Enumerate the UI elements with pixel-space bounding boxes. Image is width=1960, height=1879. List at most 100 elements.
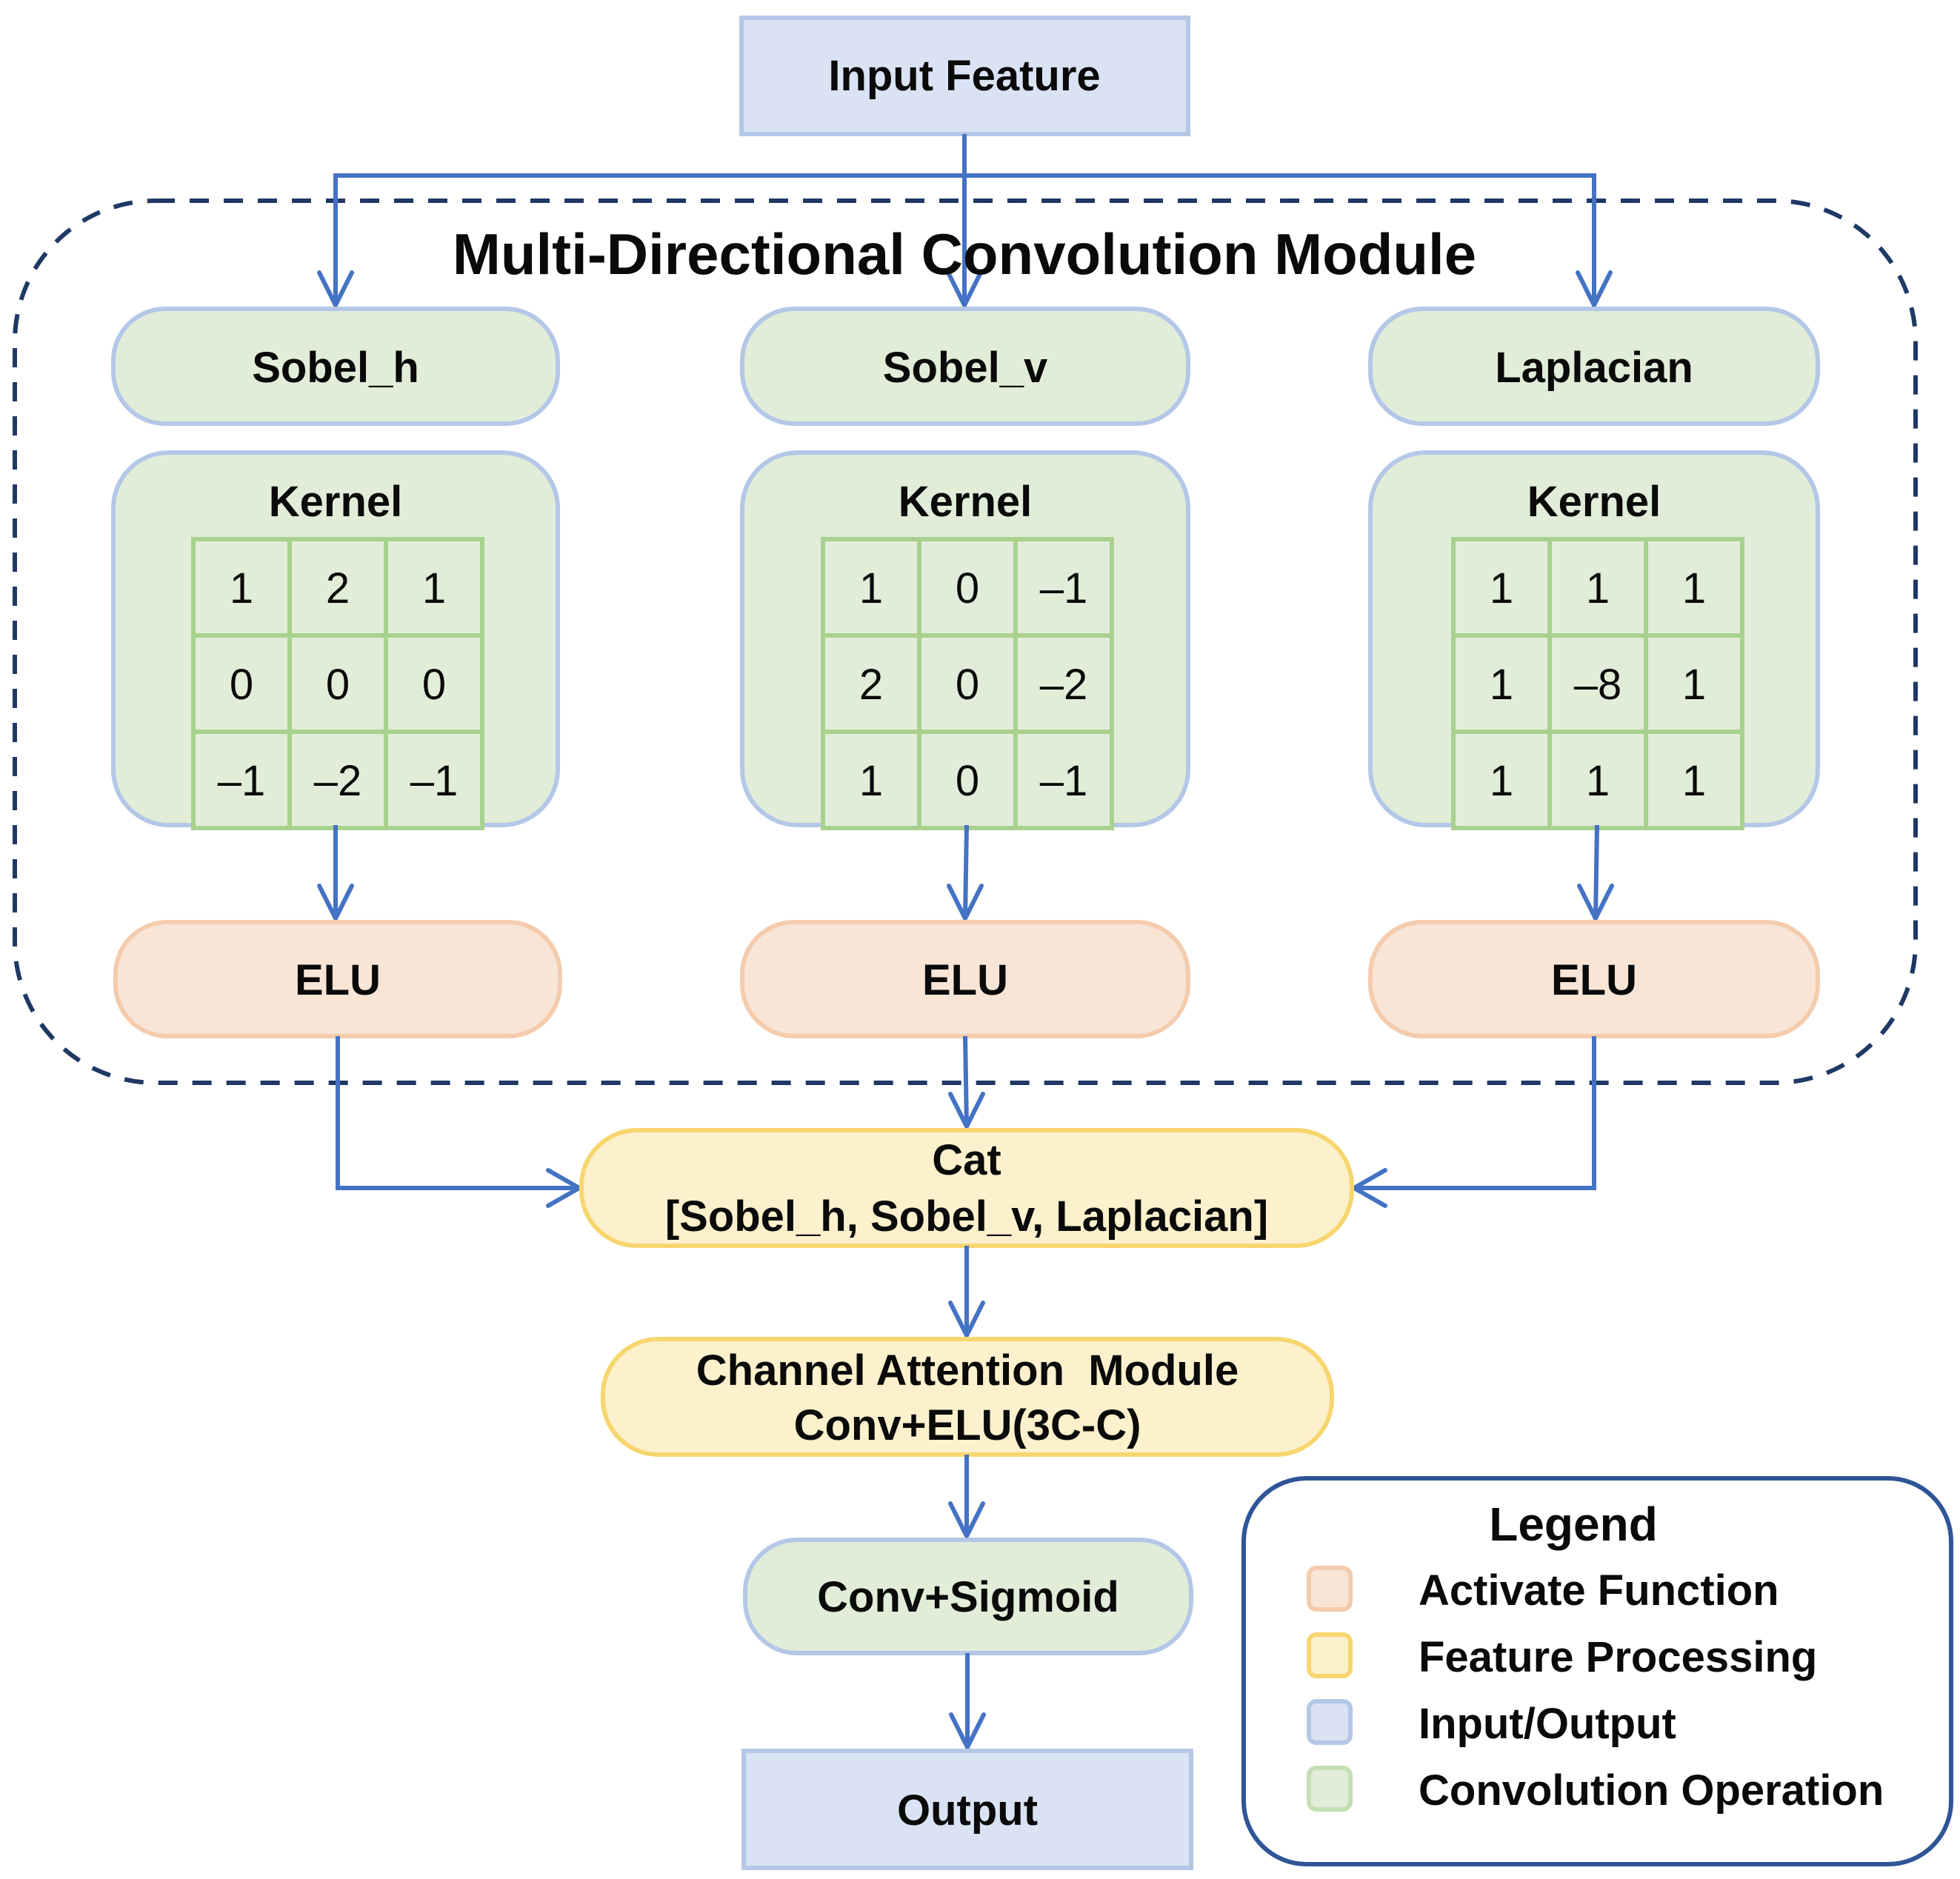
output-node[interactable]: Output — [741, 1749, 1193, 1870]
legend-swatch-convolution — [1307, 1766, 1353, 1812]
cat-node[interactable]: Cat [Sobel_h, Sobel_v, Laplacian] — [579, 1128, 1354, 1248]
laplacian-box — [1368, 307, 1820, 426]
module-title: Multi-Directional Convolution Module — [453, 221, 1476, 287]
legend-swatch-input-output — [1307, 1699, 1353, 1745]
kernel-value: 1 — [1490, 661, 1513, 709]
arrowhead-icon — [948, 1092, 985, 1132]
cat-inputs-label: [Sobel_h, Sobel_v, Laplacian] — [665, 1192, 1268, 1241]
kernel-value: 1 — [1490, 757, 1513, 805]
cat-label: Cat — [932, 1136, 1001, 1184]
kernel-value: 1 — [1586, 564, 1610, 613]
kernel-value: 1 — [859, 564, 883, 613]
sobel-v-elu-node[interactable]: ELU — [740, 920, 1190, 1038]
connector-kernel-elu — [963, 824, 969, 919]
elu-label: ELU — [1551, 956, 1637, 1004]
kernel-value: 1 — [1682, 661, 1706, 709]
kernel-value: 1 — [859, 757, 883, 805]
conv-sigmoid-node[interactable]: Conv+Sigmoid — [743, 1538, 1193, 1655]
arrowhead-icon — [949, 1712, 986, 1752]
elu-label: ELU — [922, 956, 1008, 1004]
input-feature-label: Input Feature — [828, 52, 1100, 100]
kernel-cell — [1013, 633, 1114, 734]
sobel-h-node[interactable]: Sobel_h — [111, 307, 560, 426]
input-feature-box — [739, 16, 1190, 136]
laplacian-elu-node[interactable]: ELU — [1368, 920, 1820, 1038]
legend-swatch-activation — [1307, 1566, 1353, 1612]
kernel-value: 2 — [326, 564, 350, 613]
legend-label-feature-processing: Feature Processing — [1419, 1633, 1817, 1681]
kernel-value: –1 — [1040, 757, 1088, 805]
kernel-value: 0 — [422, 661, 446, 709]
kernel-cell — [1644, 730, 1744, 830]
channel-attention-detail: Conv+ELU(3C-C) — [794, 1401, 1141, 1449]
legend-label-activation: Activate Function — [1419, 1566, 1779, 1615]
laplacian-label: Laplacian — [1495, 344, 1693, 392]
connector-input-split — [333, 173, 1596, 305]
sobel-h-box — [111, 307, 560, 426]
connector-right — [1356, 1036, 1596, 1190]
input-feature-node[interactable]: Input Feature — [739, 16, 1190, 136]
output-box — [741, 1749, 1193, 1870]
kernel-cell — [1013, 730, 1114, 830]
kernel-cell — [287, 730, 388, 830]
kernel-cell — [1644, 633, 1744, 734]
laplacian-node[interactable]: Laplacian — [1368, 307, 1820, 426]
kernel-value: –1 — [1040, 564, 1088, 613]
kernel-label: Kernel — [899, 478, 1033, 526]
legend-label-input-output: Input/Output — [1419, 1700, 1676, 1748]
sobel-h-label: Sobel_h — [252, 344, 419, 392]
channel-attention-label: Channel Attention Module — [696, 1346, 1239, 1395]
kernel-value: 2 — [859, 661, 883, 709]
kernel-value: 0 — [230, 661, 253, 709]
kernel-value: 0 — [956, 757, 979, 805]
arrowhead-icon — [317, 270, 354, 310]
kernel-value: 0 — [956, 661, 979, 709]
arrowhead-icon — [1577, 884, 1614, 924]
arrowhead-icon — [948, 1301, 985, 1341]
kernel-cell — [191, 633, 292, 734]
kernel-cell — [287, 633, 388, 734]
legend-label-convolution: Convolution Operation — [1419, 1766, 1884, 1815]
sobel-v-box — [740, 307, 1190, 426]
arrowhead-icon — [948, 1501, 985, 1541]
input-connectors — [317, 134, 1613, 310]
kernel-label: Kernel — [269, 478, 403, 526]
elu-label: ELU — [295, 956, 381, 1004]
kernel-cell — [917, 633, 1018, 734]
arrowhead-icon — [1576, 270, 1613, 310]
elu-to-cat-connectors — [336, 1035, 1596, 1208]
sobel-v-node[interactable]: Sobel_v — [740, 307, 1190, 426]
kernel-cell — [821, 633, 921, 734]
arrowhead-icon — [947, 884, 984, 924]
kernel-value: 0 — [326, 661, 350, 709]
output-label: Output — [897, 1786, 1038, 1835]
conv-sigmoid-label: Conv+Sigmoid — [817, 1573, 1119, 1621]
kernel-cell — [191, 537, 292, 638]
channel-attention-node[interactable]: Channel Attention Module Conv+ELU(3C-C) — [601, 1337, 1334, 1457]
kernel-value: 1 — [1682, 757, 1706, 805]
connector-left — [336, 1036, 578, 1190]
kernel-value: 0 — [956, 564, 979, 613]
kernel-value: –1 — [218, 757, 266, 805]
kernel-value: 1 — [230, 564, 253, 613]
kernel-value: 1 — [1490, 564, 1513, 613]
arrowhead-icon — [317, 884, 354, 924]
arrowhead-icon — [946, 270, 983, 310]
sobel-h-elu-node[interactable]: ELU — [113, 920, 562, 1038]
kernel-label: Kernel — [1527, 478, 1661, 526]
kernel-cell — [1644, 537, 1744, 638]
kernel-cell — [384, 633, 484, 734]
kernel-cell — [1013, 537, 1114, 638]
connector-center — [963, 1035, 969, 1127]
